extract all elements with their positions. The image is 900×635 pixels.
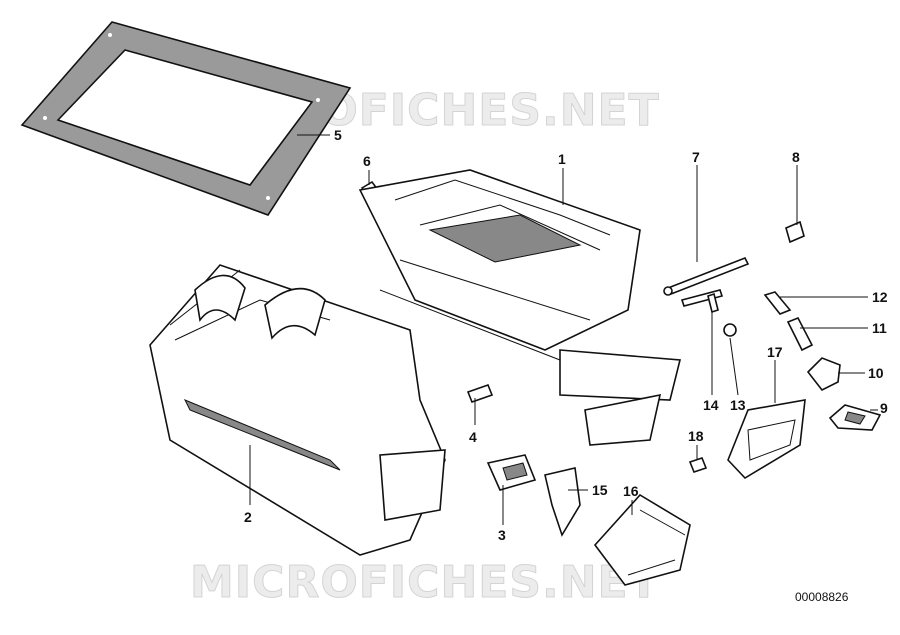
callout-8: 8	[792, 149, 800, 165]
watermark-bottom: MICROFICHES.NET	[190, 557, 660, 608]
callout-18: 18	[688, 428, 704, 444]
part-7-rod	[663, 256, 750, 296]
callout-1: 1	[558, 151, 566, 167]
part-15-bracket	[544, 467, 581, 537]
part-11-sensor	[786, 316, 814, 352]
callout-9: 9	[880, 400, 888, 416]
leader-lines	[249, 134, 878, 525]
part-1-upper-housing	[358, 169, 682, 446]
callout-16: 16	[623, 483, 639, 499]
callout-7: 7	[692, 149, 700, 165]
callout-5: 5	[334, 127, 342, 143]
part-10-switch	[806, 357, 841, 392]
part-2-lower-housing	[149, 264, 446, 556]
callout-2: 2	[244, 509, 252, 525]
part-9-plate	[828, 404, 882, 431]
callout-labels: 5 6 1 7 8 12 11 10 9 17 14 13 18 15 16 3…	[244, 127, 888, 543]
part-3-connector	[486, 454, 537, 491]
callout-3: 3	[498, 527, 506, 543]
callout-11: 11	[872, 320, 887, 336]
callout-12: 12	[872, 289, 888, 305]
part-12-sensor	[763, 291, 792, 315]
part-13-grommet	[723, 323, 737, 337]
part-17-cover	[727, 399, 806, 480]
callout-15: 15	[592, 482, 608, 498]
callout-4: 4	[469, 429, 477, 445]
part-14-tee-connector	[680, 289, 724, 314]
part-5-gasket-frame	[20, 21, 352, 216]
callout-10: 10	[868, 365, 884, 381]
callout-17: 17	[767, 344, 783, 360]
callout-14: 14	[703, 397, 719, 413]
part-18-screw	[688, 457, 708, 473]
document-id: 00008826	[795, 590, 849, 604]
part-8-screw	[785, 220, 805, 244]
callout-13: 13	[730, 397, 746, 413]
callout-6: 6	[363, 153, 371, 169]
part-4-plug	[466, 383, 494, 404]
